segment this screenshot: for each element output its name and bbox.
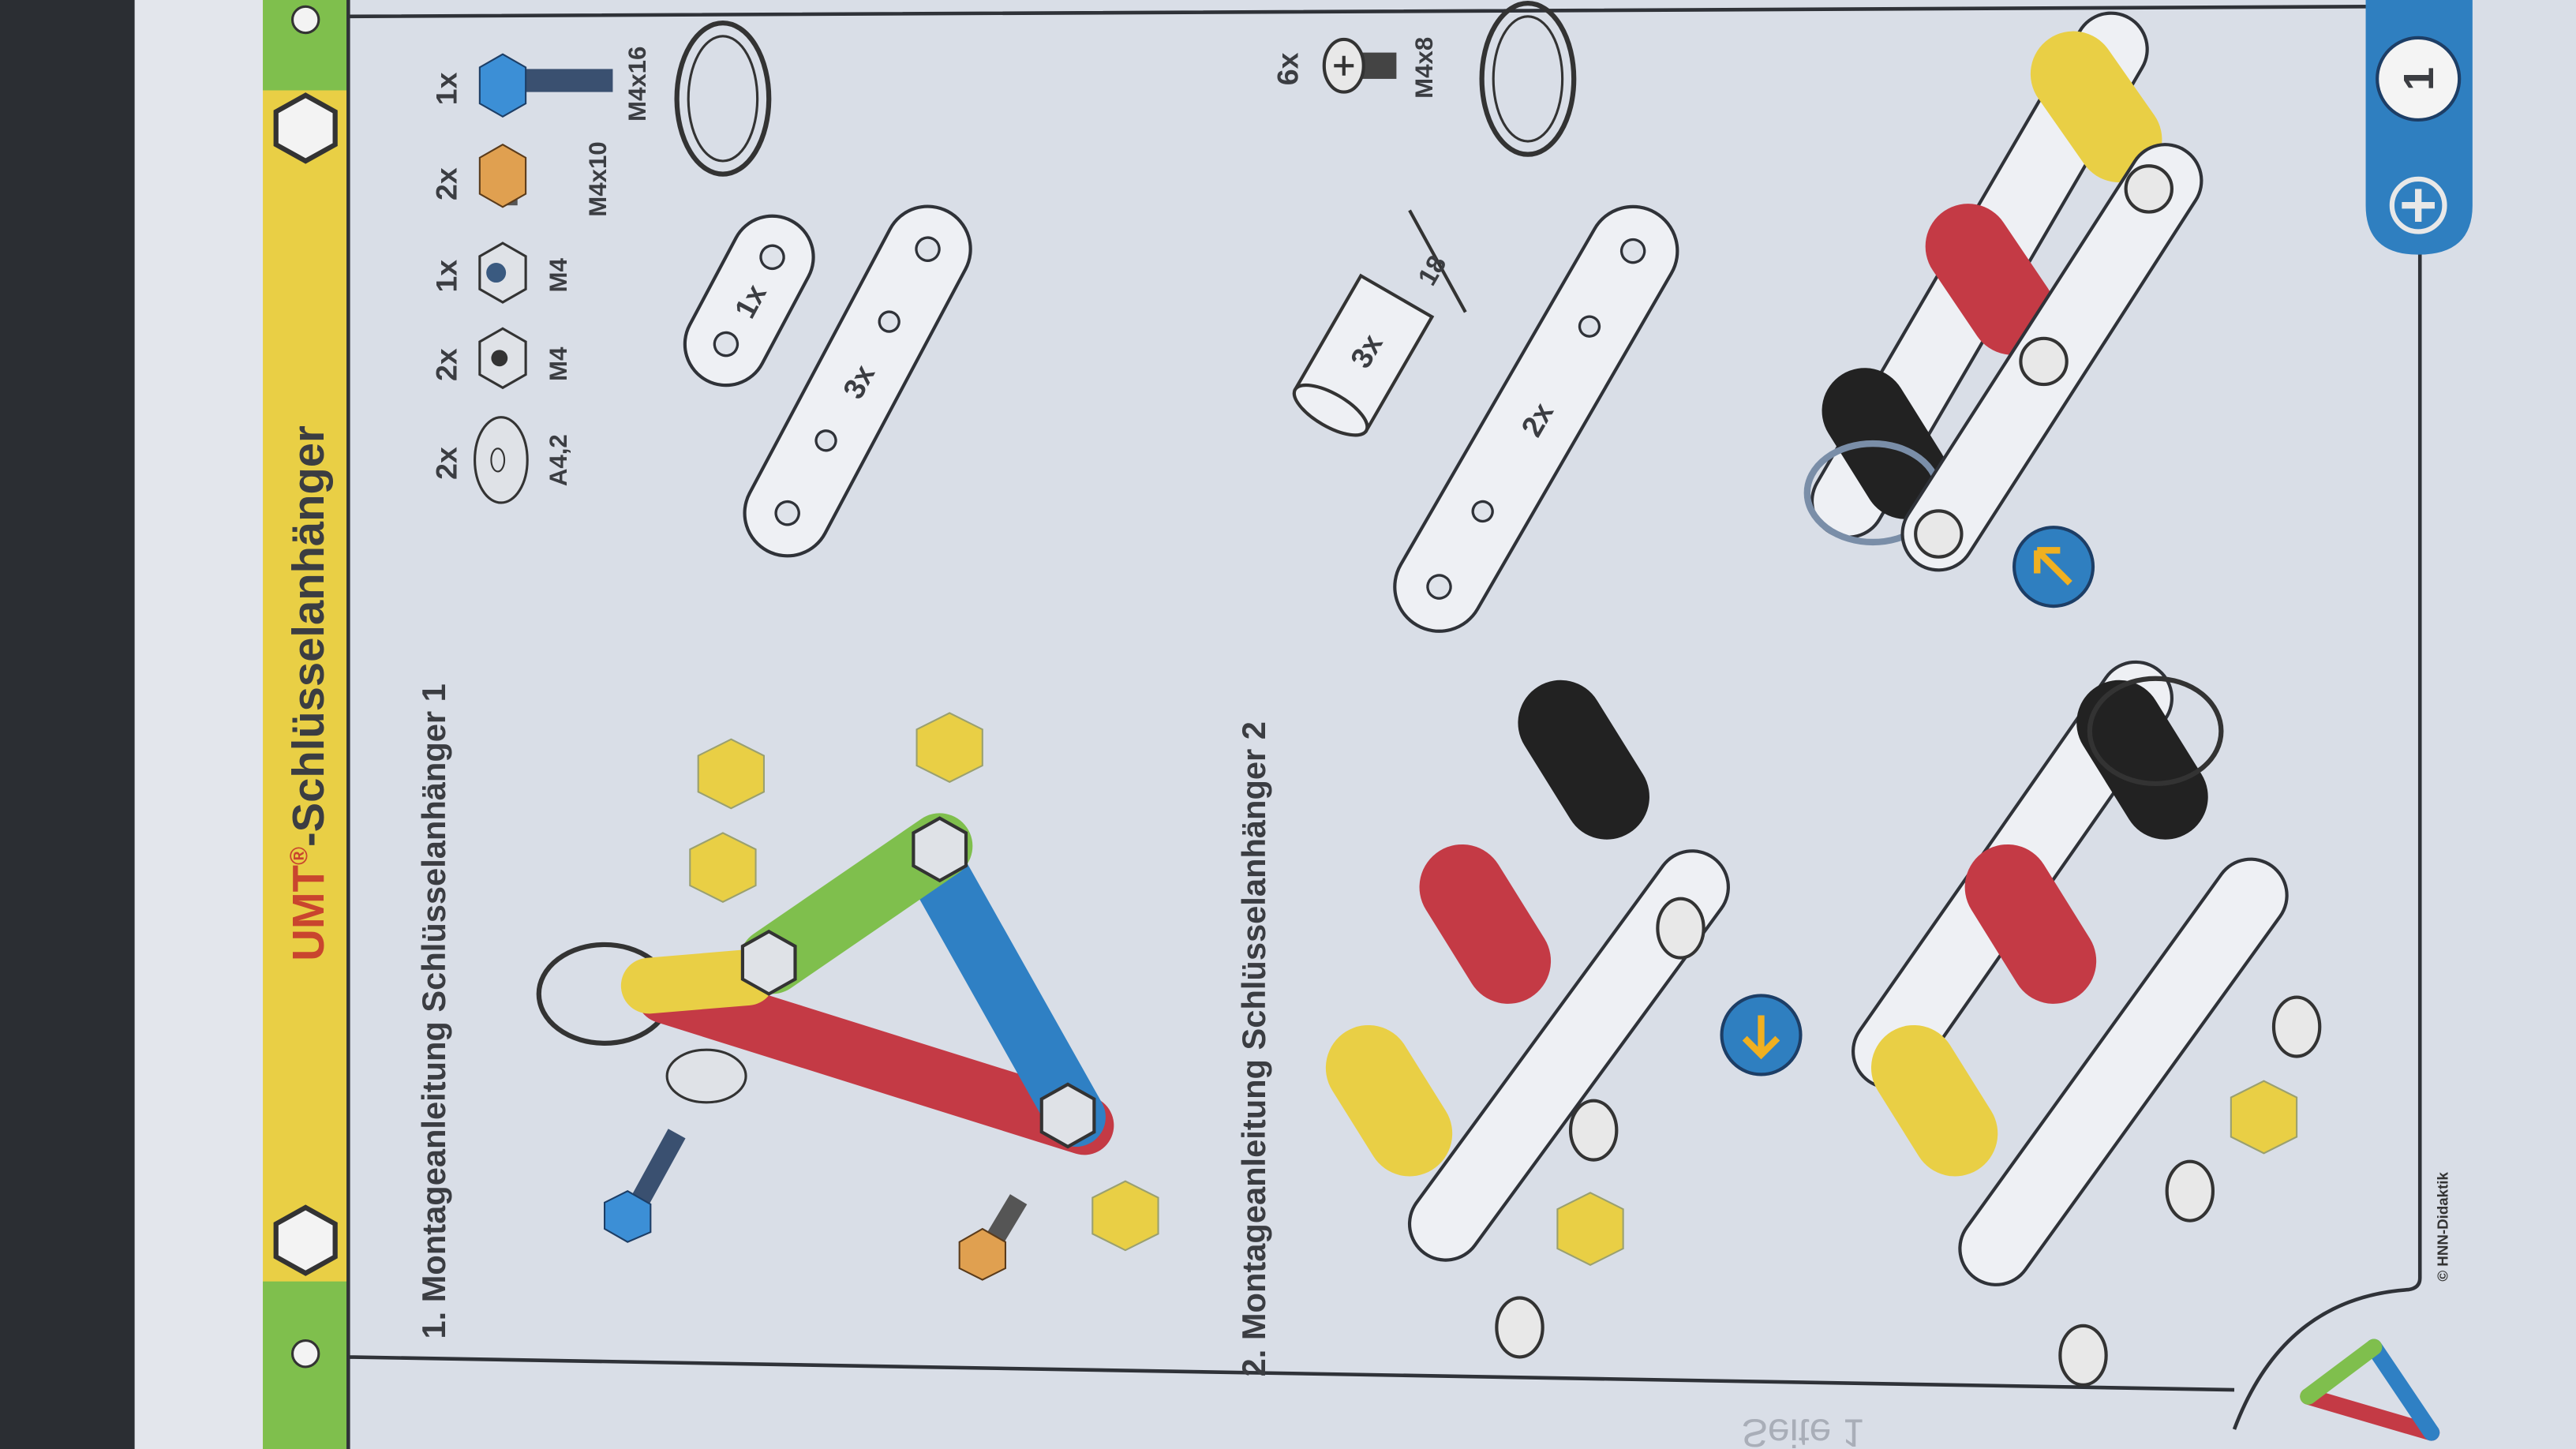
screw-icon [1322, 37, 1397, 94]
keychain-2-finished [1803, 11, 2203, 572]
part-label: A4,2 [545, 434, 572, 486]
copyright: © HNN-Didaktik [2435, 1171, 2451, 1281]
keychain-1-assembly [536, 813, 1114, 1155]
umt-logo-corner [2300, 1339, 2440, 1441]
paper [134, 0, 2576, 1449]
part-label: M4x10 [584, 141, 612, 216]
keychain-2-step-a [1325, 680, 1730, 1262]
part-label: M4 [545, 258, 572, 293]
orange-bolt-icon [478, 143, 527, 208]
part-qty: 2x [430, 447, 463, 480]
part-qty: 1x [430, 260, 463, 293]
page-title: UMT®-Schlüsselanhänger [283, 425, 333, 961]
screw-qty: 6x [1271, 52, 1304, 85]
screw-icon [1495, 897, 2322, 1387]
part-label: M4x16 [623, 47, 651, 122]
part-label: M4 [545, 346, 572, 381]
washer-icon [474, 416, 529, 504]
page-tab: 1 [2365, 0, 2473, 255]
keychain-2-step-b [1852, 660, 2289, 1286]
cap-nut-icon [1556, 1192, 1624, 1267]
short-strip: 1x [683, 214, 815, 388]
arrow-up-icon [2012, 526, 2095, 608]
long-strip: 3x [743, 204, 972, 558]
key-ring-icon [1479, 1, 1577, 157]
nut-icon [478, 327, 527, 390]
spacer-icon: 3x [1292, 273, 1435, 437]
plus-icon [2389, 176, 2447, 234]
key-ring-icon [674, 21, 772, 177]
parts-list: 2x 2x 1x 2x 1x A4,2 M4 M4 M4x10 M4x16 [430, 47, 651, 504]
page-number: 1 [2395, 67, 2443, 91]
arrow-right-icon [1720, 994, 1803, 1076]
section2-heading: 2. Montageanleitung Schlüsselanhänger 2 [1235, 721, 1272, 1376]
blue-bolt-icon [478, 53, 613, 118]
part-qty: 2x [430, 167, 463, 200]
orange-bolt-icon [958, 1194, 1028, 1281]
lock-nut-icon [478, 242, 527, 304]
page-frame [346, 0, 2422, 1449]
strip-2x: 2x [1393, 204, 1679, 633]
section1-heading: 1. Montageanleitung Schlüsselanhänger 1 [415, 683, 452, 1339]
bleed-through-text: Seite 1 [1742, 1411, 1864, 1449]
side-color-bar [263, 0, 349, 1449]
part-qty: 2x [430, 348, 463, 381]
blue-bolt-icon [604, 1129, 686, 1243]
screw-label: M4x8 [1410, 37, 1438, 99]
part-qty: 1x [430, 72, 463, 105]
cap-nut-icon [689, 712, 1159, 1252]
cap-nut-icon [2230, 1080, 2298, 1155]
